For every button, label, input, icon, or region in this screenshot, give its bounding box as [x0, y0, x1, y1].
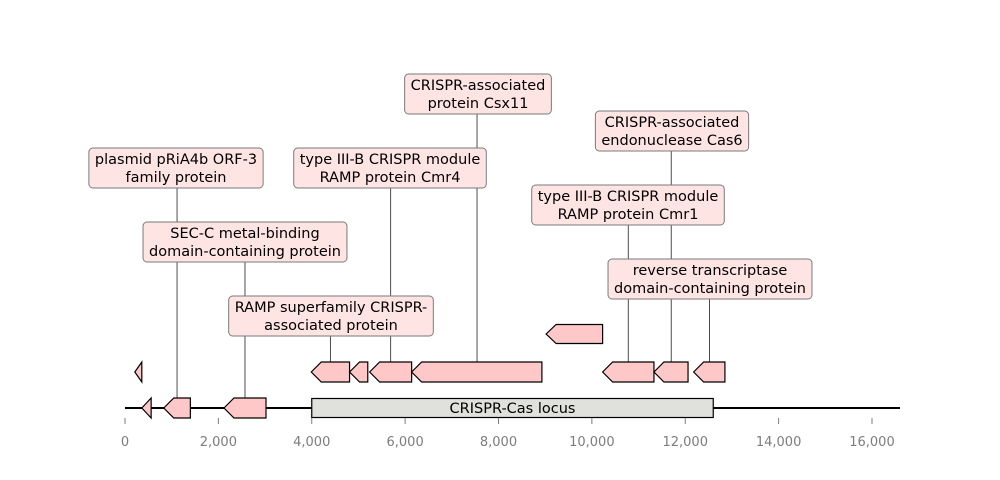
annotation-box	[228, 295, 434, 337]
x-axis: 0 2,000 4,000 6,000 8,000 10,000 12,000 14,000 1…	[121, 418, 895, 450]
axis-tick-label: 16,000	[849, 435, 895, 450]
locus-box	[311, 397, 714, 419]
annotation-label: SEC-C metal-binding domain-containing pro…	[142, 221, 348, 263]
annotation-label: reverse transcriptase domain-containing p…	[607, 258, 813, 300]
annotation-box	[293, 147, 487, 189]
annotation-text: endonuclease Cas6	[601, 133, 742, 149]
annotation-box	[88, 147, 264, 189]
annotation-text: family protein	[126, 170, 227, 186]
gene-arrow	[692, 361, 726, 383]
annotation-text: RAMP protein Cmr4	[320, 170, 461, 186]
annotation-label: RAMP superfamily CRISPR-associated prote…	[228, 295, 434, 337]
gene-arrow	[653, 361, 689, 383]
annotation-box	[531, 184, 725, 226]
annotation-text: type III-B CRISPR module	[538, 189, 719, 205]
annotation-text: reverse transcriptase	[633, 263, 788, 279]
gene-arrow	[348, 361, 369, 383]
gene-arrow	[140, 396, 152, 420]
feature-layer: CRISPR-Cas locus	[125, 323, 900, 420]
axis-tick-label: 8,000	[480, 435, 517, 450]
locus-label: CRISPR-Cas locus	[450, 401, 576, 417]
annotation-text: SEC-C metal-binding	[170, 226, 319, 242]
axis-tick-label: 0	[121, 435, 129, 450]
gene-arrow	[223, 397, 267, 419]
gene-arrow	[310, 361, 351, 383]
axis-tick-label: 4,000	[293, 435, 330, 450]
annotation-text: associated protein	[264, 318, 398, 334]
annotation-text: RAMP protein Cmr1	[558, 207, 699, 223]
gene-arrow	[545, 323, 604, 345]
axis-tick-label: 12,000	[662, 435, 708, 450]
annotation-label: CRISPR-associated endonuclease Cas6	[594, 110, 750, 152]
annotation-box	[142, 221, 348, 263]
annotation-text: plasmid pRiA4b ORF-3	[95, 152, 257, 168]
annotation-label: plasmid pRiA4b ORF-3 family protein	[88, 147, 264, 189]
gene-arrow	[162, 397, 191, 419]
annotation-box	[607, 258, 813, 300]
axis-tick-label: 14,000	[756, 435, 802, 450]
annotation-text: RAMP superfamily CRISPR-	[235, 300, 428, 316]
annotation-box	[404, 73, 552, 115]
gene-arrow	[601, 361, 655, 383]
axis-tick-label: 2,000	[200, 435, 237, 450]
annotation-layer: plasmid pRiA4b ORF-3 family proteinSEC-C …	[88, 73, 813, 337]
gene-arrow	[134, 360, 143, 384]
gene-arrow	[368, 361, 413, 383]
annotation-text: type III-B CRISPR module	[300, 152, 481, 168]
axis-tick-label: 6,000	[387, 435, 424, 450]
annotation-text: protein Csx11	[428, 96, 529, 112]
annotation-text: domain-containing protein	[614, 281, 806, 297]
annotation-text: domain-containing protein	[149, 244, 341, 260]
axis-tick-label: 10,000	[569, 435, 615, 450]
annotation-box	[594, 110, 750, 152]
annotation-text: CRISPR-associated	[605, 115, 740, 131]
gene-arrow	[410, 361, 543, 383]
annotation-label: CRISPR-associated protein Csx11	[404, 73, 552, 115]
annotation-text: CRISPR-associated	[411, 78, 546, 94]
